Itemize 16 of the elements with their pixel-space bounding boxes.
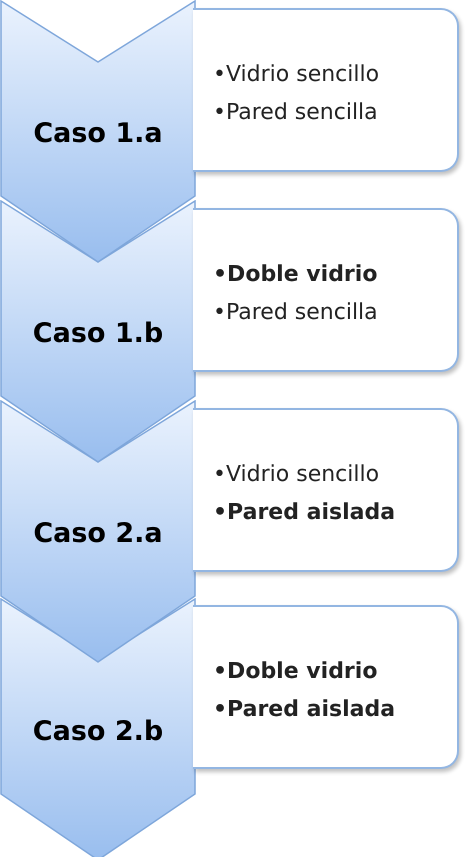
case-label: Caso 2.a — [32, 518, 164, 549]
bullet-item: •Pared sencilla — [213, 99, 379, 127]
case-label: Caso 1.a — [32, 118, 164, 149]
text-panel — [193, 605, 459, 769]
bullet-item: •Doble vidrio — [213, 261, 378, 289]
bullet-item: •Vidrio sencillo — [213, 461, 380, 489]
text-panel — [193, 208, 459, 372]
bullet-item: •Pared aislada — [213, 499, 396, 527]
bullet-item: •Vidrio sencillo — [213, 61, 380, 89]
bullet-item: •Doble vidrio — [213, 658, 378, 686]
bullet-item: •Pared sencilla — [213, 299, 378, 327]
case-label: Caso 2.b — [32, 716, 164, 747]
text-panel — [193, 408, 459, 572]
bullet-item: •Pared aislada — [213, 696, 396, 724]
text-panel — [193, 8, 459, 172]
case-label: Caso 1.b — [32, 318, 164, 349]
